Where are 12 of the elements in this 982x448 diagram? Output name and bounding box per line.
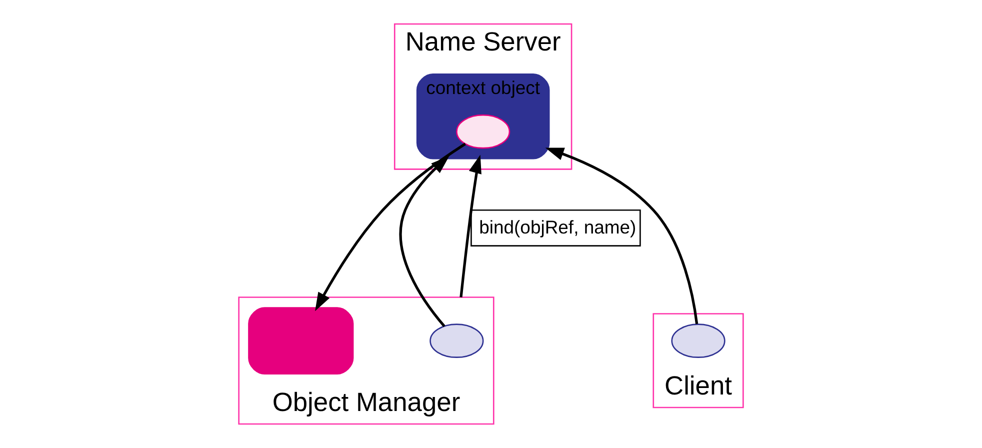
arrow [545, 148, 698, 324]
arrow [460, 154, 482, 298]
cluster: Object Manager [238, 296, 494, 425]
edge-label: bind(objRef, name) [479, 216, 636, 238]
arrow [399, 156, 450, 328]
cluster: Client [652, 313, 744, 408]
arrow [315, 142, 466, 312]
node-box [248, 307, 354, 374]
node-circle [456, 114, 510, 149]
cluster: context object [416, 74, 550, 160]
node-circle [430, 324, 484, 358]
node-circle [671, 324, 726, 358]
